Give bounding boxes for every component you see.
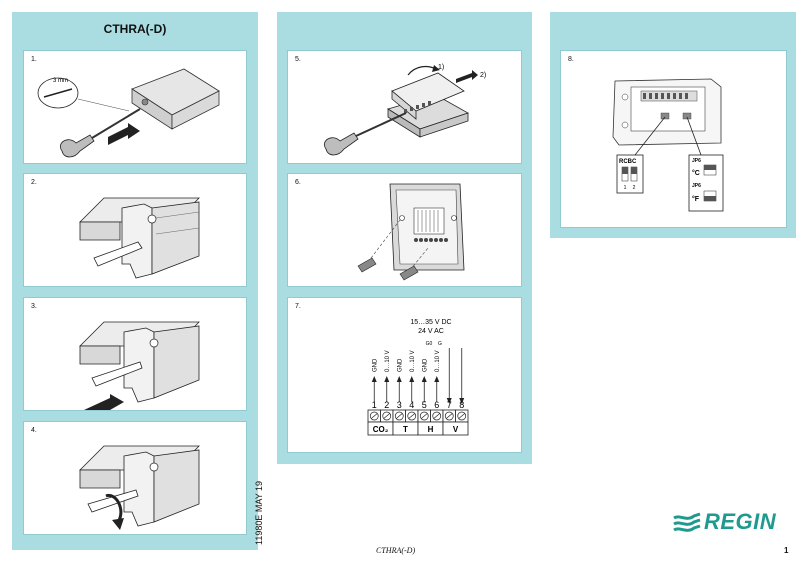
terminal-number: 5 <box>422 400 427 410</box>
up-arrow-icon <box>384 376 390 382</box>
fahrenheit-label: °F <box>692 195 700 203</box>
supply-g0-label: G0 <box>426 341 433 347</box>
step-1-illustration: 3 mm <box>37 68 220 158</box>
callout-label: 3 mm <box>53 78 68 84</box>
step-number: 1. <box>31 56 37 63</box>
terminal-number: 2 <box>384 400 389 410</box>
group-labels: CO₂ T H V <box>367 421 469 436</box>
jp6-label-c: JP6 <box>692 158 701 164</box>
terminal-number: 8 <box>459 400 464 410</box>
step-number: 8. <box>568 56 574 63</box>
step-7-panel: 7. 15…35 V DC 24 V AC G0 G GND 0…10 V GND 0… <box>287 297 522 453</box>
celsius-label: °C <box>692 169 700 177</box>
arrow-1-label: 1) <box>438 64 444 71</box>
column-1: CTHRA(-D) 1. 3 mm 2. <box>12 12 258 550</box>
arrow-2-label: 2) <box>480 72 486 79</box>
page-number: 1 <box>784 546 789 555</box>
screw-slot <box>396 413 403 419</box>
column-3: 8. RCBC 1 2 JP6 °C JP6 °F <box>550 12 796 238</box>
screw-slot <box>433 413 440 419</box>
step-3-illustration <box>79 321 200 410</box>
group-label: H <box>428 425 434 434</box>
group-label: V <box>453 425 459 434</box>
down-arrow-icon <box>446 398 452 404</box>
supply-g-label: G <box>438 341 442 347</box>
step-4-panel: 4. <box>23 421 247 535</box>
up-arrow-icon <box>371 376 377 382</box>
screw-slot <box>446 413 453 419</box>
step-number: 3. <box>31 303 37 310</box>
step-8-illustration: RCBC 1 2 JP6 °C JP6 °F <box>612 78 724 212</box>
terminal-number: 4 <box>409 400 414 410</box>
step-5-illustration: 1) 2) <box>324 64 486 156</box>
wire-label: GND <box>372 358 378 372</box>
wire-label: 0…10 V <box>435 350 441 372</box>
screw-slot <box>421 413 428 419</box>
step-6-illustration <box>357 183 465 281</box>
step-3-panel: 3. <box>23 297 247 411</box>
product-title: CTHRA(-D) <box>103 22 167 36</box>
up-arrow-icon <box>434 376 440 382</box>
step-8-panel: 8. RCBC 1 2 JP6 °C JP6 °F <box>560 50 787 228</box>
column-2: 5. 1) 2) 6. <box>277 12 532 464</box>
rcbc-pos-1: 1 <box>624 185 627 191</box>
up-arrow-icon <box>421 376 427 382</box>
wire-label: 0…10 V <box>385 350 391 372</box>
step-2-panel: 2. <box>23 173 247 287</box>
screw-slot <box>383 413 390 419</box>
step-2-illustration <box>79 197 200 279</box>
up-arrow-icon <box>396 376 402 382</box>
step-number: 4. <box>31 427 37 434</box>
wire-label: 0…10 V <box>410 350 416 372</box>
step-number: 2. <box>31 179 37 186</box>
step-1-panel: 1. 3 mm <box>23 50 247 164</box>
logo-waves-icon <box>673 512 701 532</box>
up-arrow-icon <box>409 376 415 382</box>
wiring-diagram: 15…35 V DC 24 V AC G0 G GND 0…10 V GND 0…10… <box>367 319 469 436</box>
step-6-panel: 6. <box>287 173 522 287</box>
supply-dc-label: 15…35 V DC <box>410 319 451 326</box>
step-number: 6. <box>295 179 301 186</box>
wire-arrows <box>371 348 465 404</box>
wire-labels: GND 0…10 V GND 0…10 V GND 0…10 V <box>372 350 441 372</box>
wire-label: GND <box>422 358 428 372</box>
terminal-number: 6 <box>434 400 439 410</box>
jp6-label-f: JP6 <box>692 183 701 189</box>
group-label: CO₂ <box>373 425 389 434</box>
down-arrow-icon <box>459 398 465 404</box>
step-5-panel: 5. 1) 2) <box>287 50 522 164</box>
terminal-group <box>442 421 469 436</box>
terminal-number: 7 <box>447 400 452 410</box>
wire-label: GND <box>397 358 403 372</box>
document-number: 11980E MAY 19 <box>254 480 264 545</box>
footer-product-name: CTHRA(-D) <box>376 546 416 555</box>
rcbc-pos-2: 2 <box>633 185 636 191</box>
rcbc-label: RCBC <box>619 159 637 165</box>
step-number: 5. <box>295 56 301 63</box>
group-label: T <box>403 425 408 434</box>
terminal-number: 3 <box>397 400 402 410</box>
step-number: 7. <box>295 303 301 310</box>
logo-text: REGIN <box>704 509 777 534</box>
step-4-illustration <box>79 445 200 530</box>
screw-slot <box>371 413 378 419</box>
screw-slot <box>458 413 465 419</box>
regin-logo: REGIN <box>672 509 792 537</box>
screw-slot <box>408 413 415 419</box>
supply-ac-label: 24 V AC <box>418 328 444 335</box>
terminal-number: 1 <box>372 400 377 410</box>
